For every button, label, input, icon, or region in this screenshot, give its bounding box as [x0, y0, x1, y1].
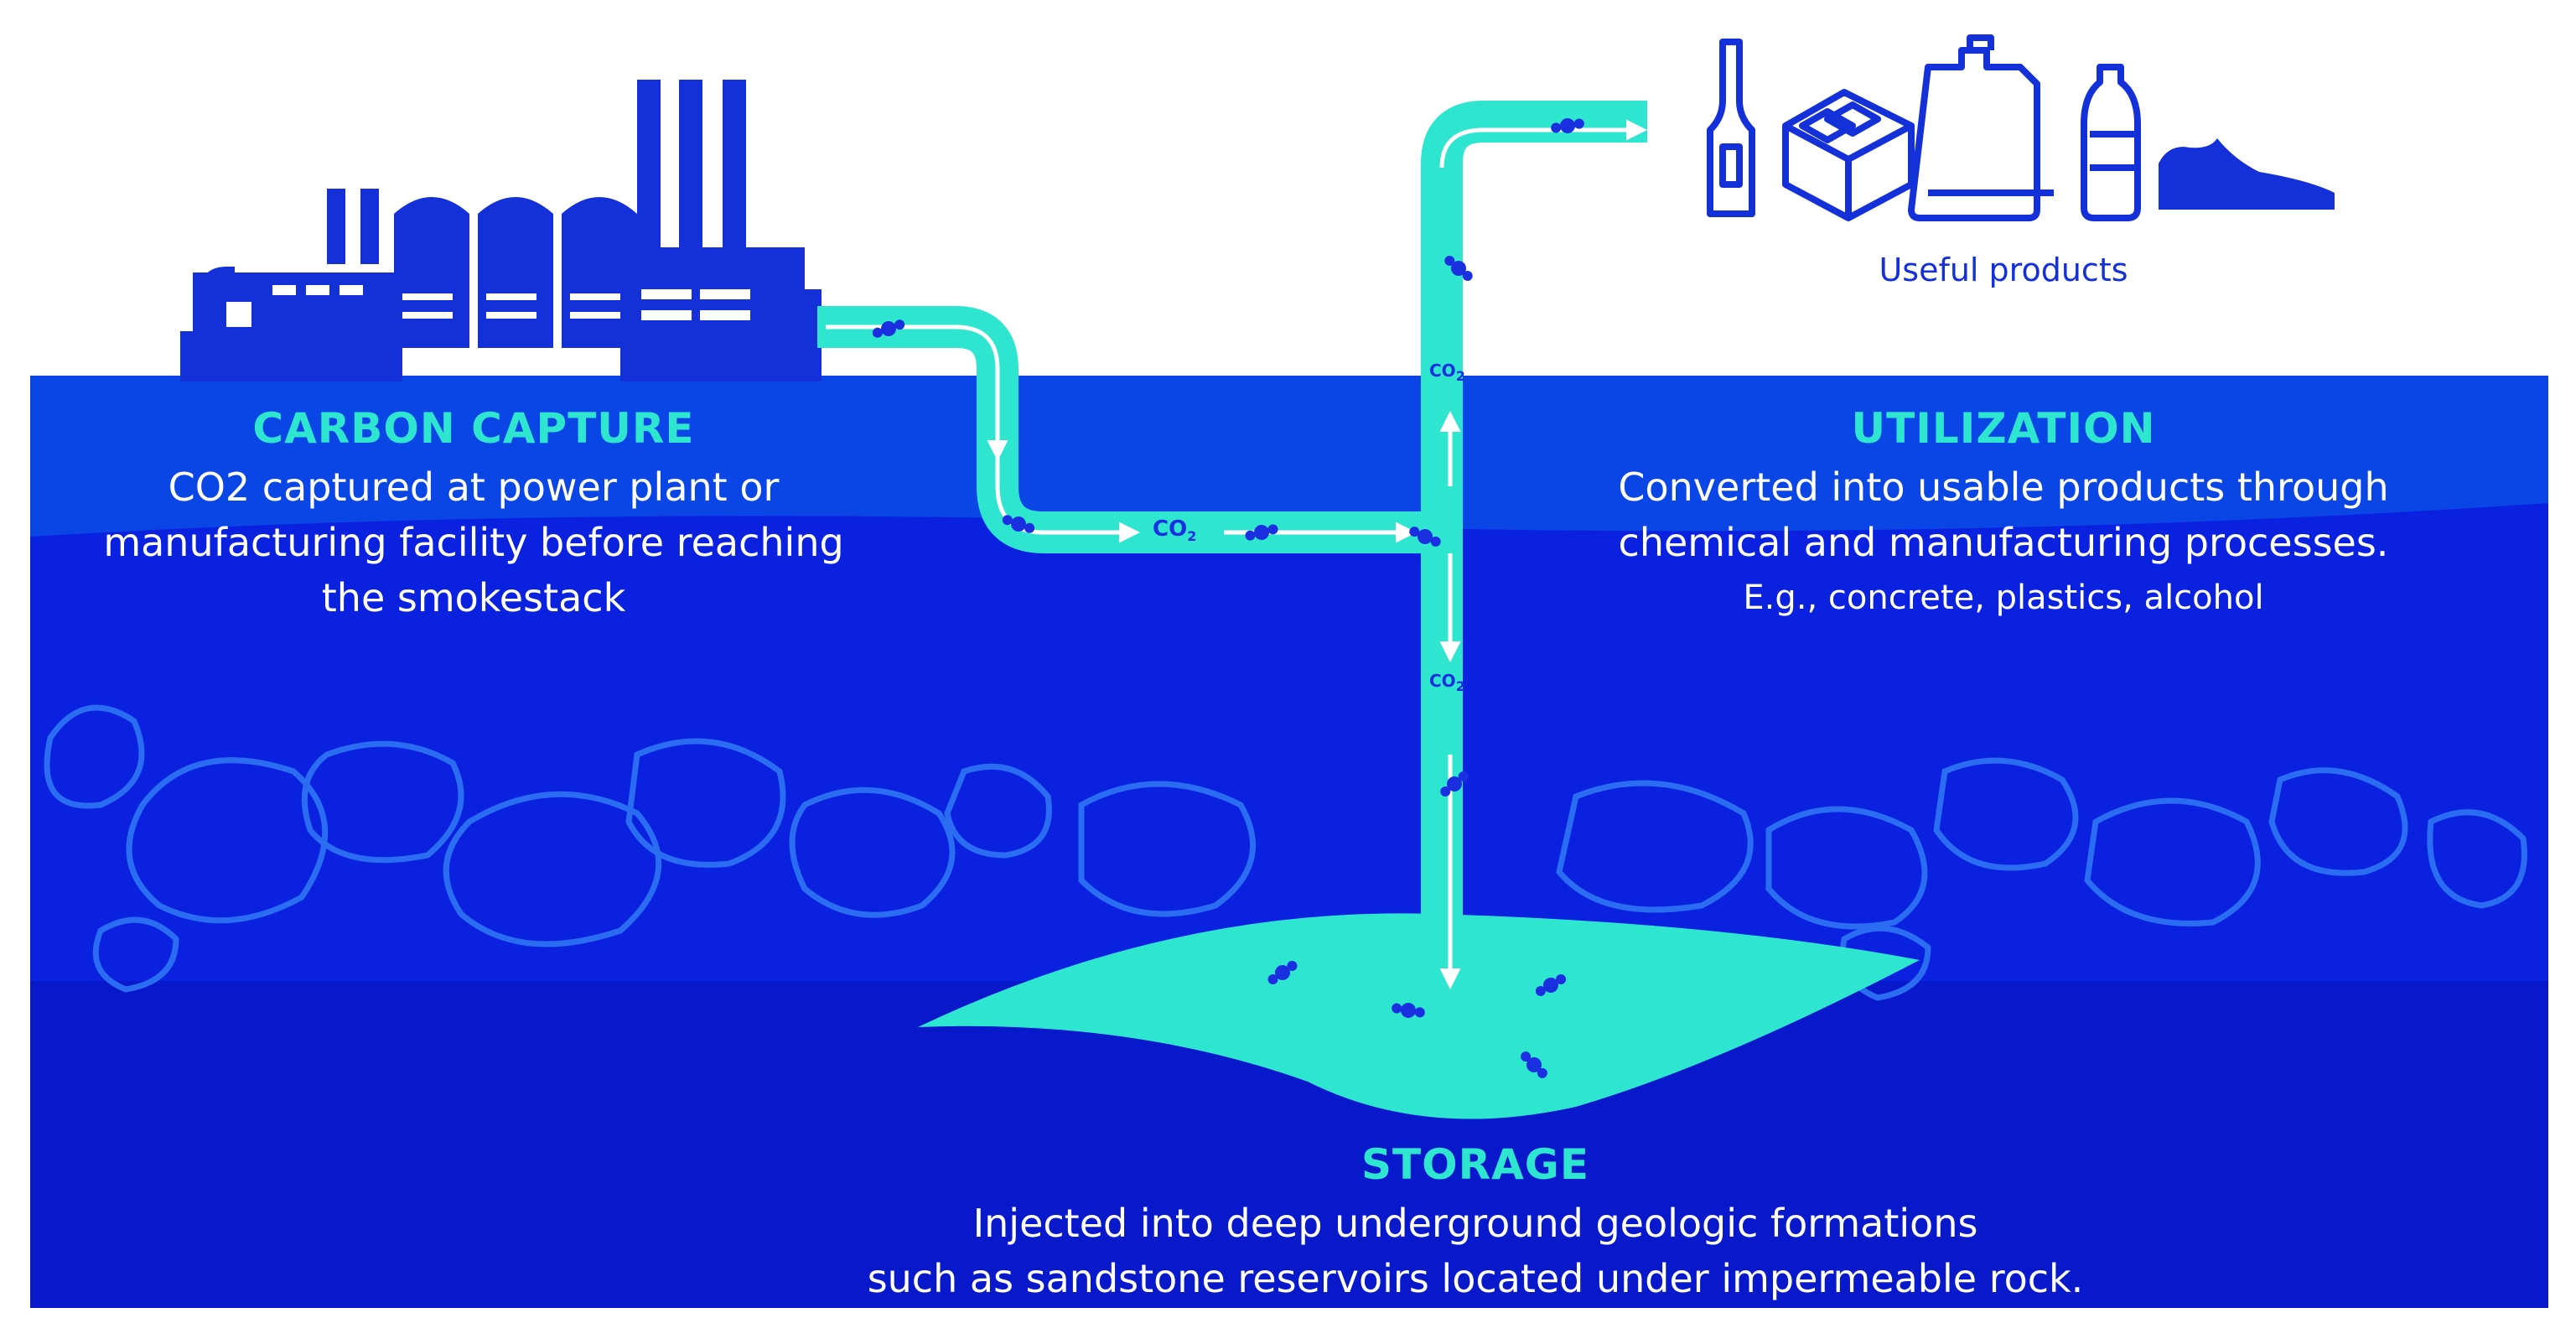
carbon-capture-line-1: CO2 captured at power plant or — [168, 464, 780, 510]
utilization-examples: E.g., concrete, plastics, alcohol — [1743, 579, 2264, 617]
utilization-title: UTILIZATION — [1851, 404, 2156, 453]
factory-windows — [226, 285, 750, 327]
pipe-co2-label-horizontal: CO2 — [1153, 516, 1197, 545]
co2-molecule-icon — [1521, 1051, 1547, 1078]
factory-icon — [180, 80, 822, 381]
storage-title: STORAGE — [1361, 1140, 1589, 1189]
storage-line-1: Injected into deep underground geologic … — [972, 1201, 1978, 1246]
useful-products-icons — [1707, 34, 2141, 221]
impermeable-rock-layer — [44, 704, 2527, 1001]
plastic-bottle-icon — [2081, 64, 2141, 221]
co2-molecule-icon — [1409, 527, 1441, 547]
pipe-co2-label-downward: CO2 — [1429, 671, 1465, 694]
co2-molecule-icon — [1245, 524, 1278, 541]
sneaker-icon — [2159, 138, 2335, 210]
co2-molecules — [872, 118, 1584, 1078]
carbon-capture-line-3: the smokestack — [321, 575, 626, 620]
co2-molecule-icon — [1267, 960, 1298, 985]
co2-molecule-icon — [1440, 771, 1469, 797]
co2-molecule-icon — [1535, 974, 1567, 996]
co2-molecule-icon — [872, 319, 905, 338]
storage-line-2: such as sandstone reservoirs located und… — [867, 1256, 2084, 1301]
utilization-line-2: chemical and manufacturing processes. — [1618, 520, 2389, 565]
co2-molecule-icon — [1444, 256, 1473, 281]
carbon-capture-line-2: manufacturing facility before reaching — [103, 520, 844, 565]
co2-molecule-icon — [1551, 118, 1584, 133]
co2-molecule-icon — [1392, 1003, 1425, 1018]
carbon-capture-title: CARBON CAPTURE — [252, 404, 695, 453]
pipe-co2-label-upward: CO2 — [1429, 361, 1465, 384]
useful-products-label: Useful products — [1879, 252, 2128, 288]
concrete-block-icon — [1782, 89, 1915, 221]
co2-molecule-icon — [1002, 515, 1035, 533]
jerrycan-icon — [1908, 34, 2054, 221]
bottle-icon — [1707, 39, 1755, 217]
utilization-line-1: Converted into usable products through — [1618, 464, 2389, 510]
factory-pipe — [200, 267, 235, 335]
